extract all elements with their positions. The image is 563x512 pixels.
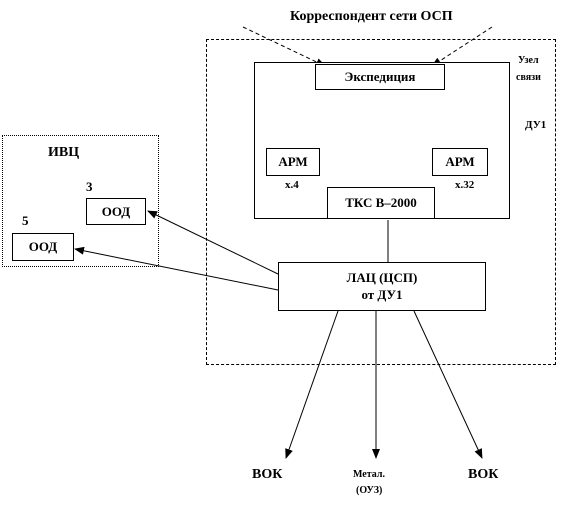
output-metal-line2: (ОУЗ) xyxy=(356,485,383,496)
arrow-correspondent-left xyxy=(242,26,326,67)
arm-left-box: АРМ xyxy=(266,148,320,176)
lac-line2: от ДУ1 xyxy=(361,286,403,302)
arrow-lac-to-vok-left xyxy=(285,310,339,459)
ood3-box: ООД xyxy=(86,198,146,225)
output-vok-left: ВОК xyxy=(252,467,283,482)
expedition-box: Экспедиция xyxy=(315,64,445,90)
lac-line1: ЛАЦ (ЦСП) xyxy=(346,270,418,286)
arrow-lac-to-ood3 xyxy=(147,210,279,275)
lac-box: ЛАЦ (ЦСП) от ДУ1 xyxy=(278,262,486,311)
arrow-lac-to-vok-right xyxy=(413,310,483,459)
diagram-title: Корреспондент сети ОСП xyxy=(290,9,453,24)
ood3-number: 3 xyxy=(86,179,93,194)
arm-left-port: х.4 xyxy=(285,179,299,191)
ivc-label: ИВЦ xyxy=(48,145,80,160)
node-boundary xyxy=(206,39,556,365)
arrow-lac-to-ood5 xyxy=(74,246,279,291)
ood5-box: ООД xyxy=(12,233,74,261)
arrow-correspondent-right xyxy=(431,26,493,67)
output-vok-right: ВОК xyxy=(468,467,499,482)
node-label-line2: связи xyxy=(516,72,541,83)
node-label-line1: Узел xyxy=(518,55,539,66)
ivc-boundary xyxy=(2,135,159,267)
tks-box: ТКС В–2000 xyxy=(327,187,435,219)
ood5-number: 5 xyxy=(22,213,29,228)
arm-right-box: АРМ xyxy=(432,148,488,176)
arm-right-port: х.32 xyxy=(455,179,475,191)
output-metal-line1: Метал. xyxy=(353,469,385,480)
node-label-du: ДУ1 xyxy=(525,119,547,131)
